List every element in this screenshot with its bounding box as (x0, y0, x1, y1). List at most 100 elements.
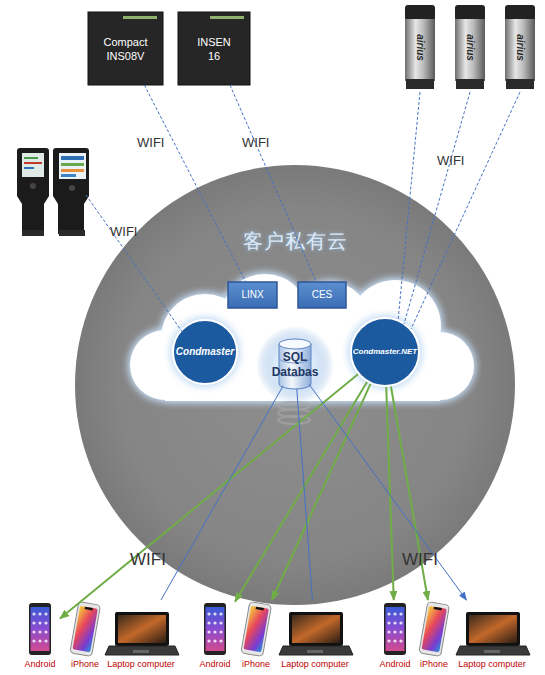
laptop-device: Laptop computer (454, 600, 530, 670)
app-icon (399, 612, 402, 615)
handheld-device (53, 148, 89, 236)
link-label: WIFI (242, 135, 269, 150)
circle-outline (351, 318, 419, 386)
phone-screen (386, 607, 405, 651)
software-circle: Condmaster.NET (350, 317, 420, 387)
laptop-device: Laptop computer (277, 600, 353, 670)
db-top (279, 339, 311, 349)
device-label: iPhone (71, 659, 99, 670)
device-box-shape (88, 12, 163, 85)
app-icon (393, 612, 396, 615)
service-box: LINX (228, 282, 277, 308)
box-outline (228, 282, 277, 308)
app-icon (219, 639, 222, 642)
link-label: WIFI (130, 550, 166, 570)
phone-notch (256, 607, 264, 611)
node-label: Condmaster.NET (353, 346, 417, 358)
box-outline (88, 12, 163, 85)
node-label: Condmaster (176, 346, 234, 358)
service-box: CES (298, 282, 346, 308)
device-box-shape (178, 12, 250, 85)
app-icon (32, 639, 35, 642)
box-outline (298, 282, 346, 308)
app-icon (207, 612, 210, 615)
phone-device: Android (375, 600, 415, 670)
disc-stack (278, 402, 310, 424)
app-icon (32, 630, 35, 633)
wifi-connector (144, 85, 245, 282)
cloud-region: 客户私有云LINXCESCondmasterSQL DatabasCondmas… (75, 165, 515, 605)
data-connector (309, 384, 466, 600)
phone-notch (85, 607, 93, 611)
app-icon (213, 630, 216, 633)
software-circle: Condmaster (172, 319, 238, 385)
device-box: Compact INS08V (88, 12, 163, 85)
device-label: iPhone (420, 659, 448, 670)
phone-screen (72, 606, 97, 652)
phone-body (384, 603, 406, 655)
app-icon (219, 612, 222, 615)
phone-device: iPhone (414, 600, 454, 670)
node-label: CES (312, 289, 333, 301)
app-icon (207, 630, 210, 633)
db-glow (256, 326, 334, 404)
box-outline (178, 12, 250, 85)
app-icon (219, 621, 222, 624)
data-connector (386, 387, 394, 600)
phone-device: iPhone (65, 600, 105, 670)
link-label: WIFI (137, 135, 164, 150)
app-icon (38, 612, 41, 615)
node-label: Compact INS08V (91, 35, 160, 63)
app-icon (32, 612, 35, 615)
data-connector (391, 386, 428, 600)
app-icon (213, 612, 216, 615)
app-icon (44, 630, 47, 633)
data-connector (60, 374, 358, 618)
box-stripe (123, 16, 157, 19)
link-label: WIFI (437, 153, 464, 168)
device-label: iPhone (242, 659, 270, 670)
brand-mark: airius (515, 28, 526, 68)
link-label: WIFI (110, 224, 137, 239)
laptop-lid (115, 612, 169, 646)
app-icon (32, 621, 35, 624)
phone-device: Android (20, 600, 60, 670)
app-icon (213, 639, 216, 642)
phone-body (419, 602, 450, 657)
device-label: Android (24, 659, 55, 670)
device-label: Laptop computer (107, 659, 175, 670)
laptop-screen (469, 615, 517, 643)
data-connector (272, 384, 371, 600)
device-label: Laptop computer (281, 659, 349, 670)
app-icon (387, 612, 390, 615)
laptop-lid (289, 612, 343, 646)
app-icon (393, 621, 396, 624)
box-stripe (210, 16, 244, 19)
app-icon (219, 630, 222, 633)
laptop-pad (484, 650, 500, 653)
laptop-lid (466, 612, 520, 646)
app-icon (44, 639, 47, 642)
device-label: Android (199, 659, 230, 670)
phone-screen (206, 607, 225, 651)
phone-device: iPhone (236, 600, 276, 670)
app-icon (38, 630, 41, 633)
app-icon (393, 630, 396, 633)
phone-notch (434, 607, 442, 611)
laptop-screen (292, 615, 340, 643)
phone-device: Android (195, 600, 235, 670)
brand-mark: airius (415, 28, 426, 68)
app-icon (399, 630, 402, 633)
app-icon (387, 639, 390, 642)
node-label: LINX (241, 289, 263, 301)
app-icon (387, 621, 390, 624)
vibration-sensor (405, 5, 535, 89)
cloud-body (130, 274, 474, 401)
app-icon (207, 621, 210, 624)
app-icon (213, 621, 216, 624)
handheld-device (17, 148, 49, 236)
app-icon (393, 639, 396, 642)
phone-screen (243, 606, 268, 652)
node-label: SQL Databas (267, 350, 323, 380)
laptop-screen (118, 615, 166, 643)
